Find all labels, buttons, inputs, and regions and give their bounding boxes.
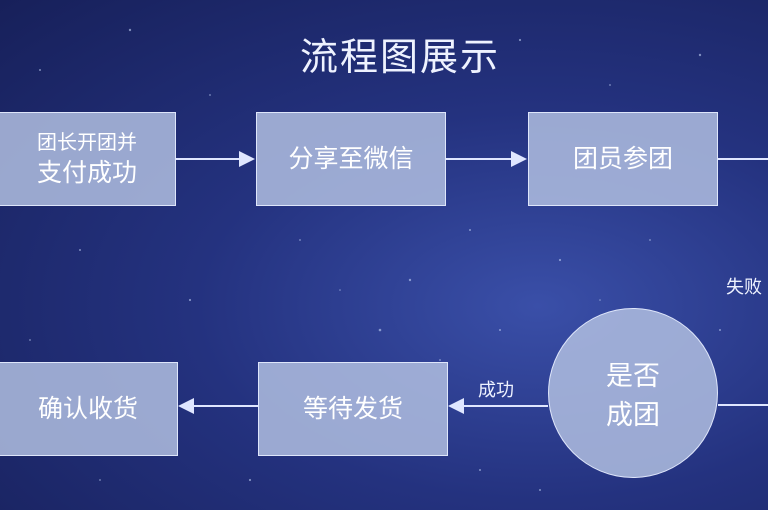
node-leader-pay: 团长开团并 支付成功: [0, 112, 176, 206]
node-leader-pay-line2: 支付成功: [36, 157, 137, 187]
node-member-join: 团员参团: [528, 112, 718, 206]
page-title: 流程图展示: [299, 35, 500, 79]
node-is-success-line2: 成团: [606, 400, 660, 431]
node-member-join-label: 团员参团: [572, 144, 673, 174]
node-confirm-receipt: 确认收货: [0, 362, 178, 456]
node-confirm-receipt-label: 确认收货: [37, 394, 138, 424]
node-is-success-line1: 是否: [606, 361, 660, 392]
node-share-wechat: 分享至微信: [256, 112, 446, 206]
edge-label-fail: 失败: [726, 277, 762, 298]
node-await-ship-label: 等待发货: [302, 394, 403, 424]
node-share-wechat-label: 分享至微信: [288, 144, 414, 174]
edge-label-success: 成功: [478, 380, 514, 401]
node-is-success-decision: 是否 成团: [548, 308, 718, 478]
node-await-ship: 等待发货: [258, 362, 448, 456]
node-leader-pay-line1: 团长开团并: [37, 129, 137, 154]
